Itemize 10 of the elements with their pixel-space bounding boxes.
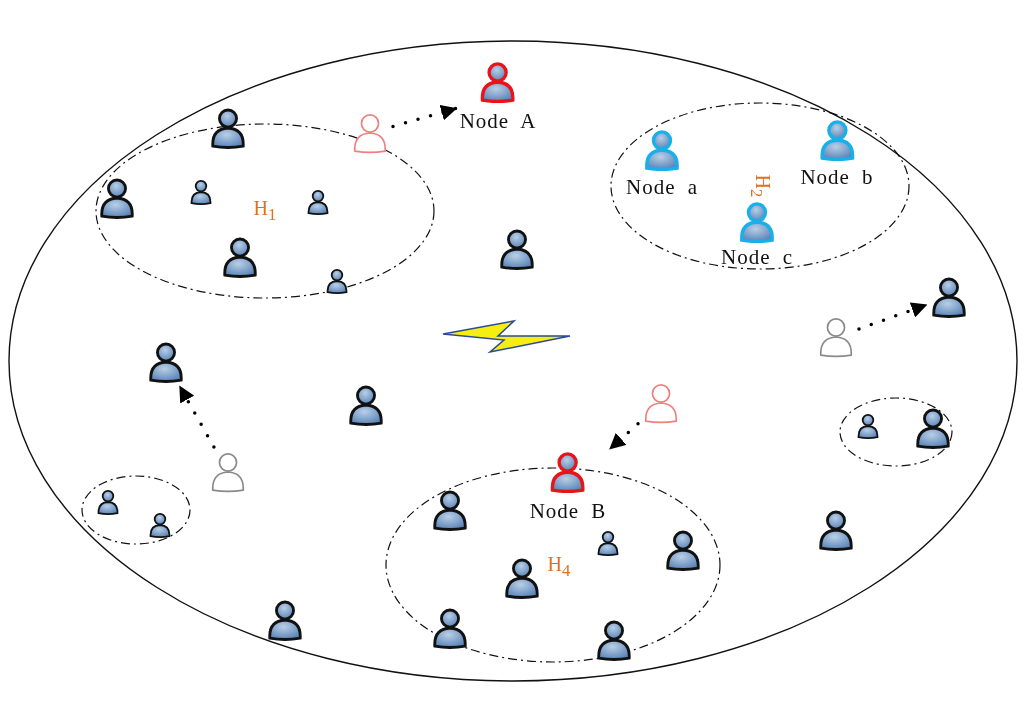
node-label: Node A [459,111,537,132]
node-label: Node c [720,247,794,268]
dotted-arrow [391,104,458,129]
dotted-arrow [178,385,216,449]
group-label: H$_{4}$ [547,554,571,580]
node-label: Node B [529,501,607,522]
group-label: H$_{1}$ [253,198,277,224]
dotted-arrow [608,421,640,451]
node-label: Node b [800,167,874,188]
node-label: Node a [625,177,699,198]
